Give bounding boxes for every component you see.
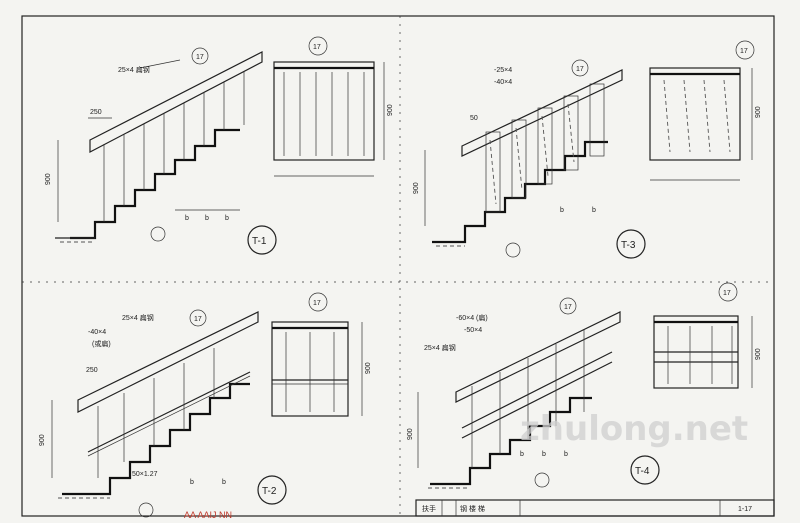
- t1-pipe-note: 25×4 扁钢: [118, 65, 150, 74]
- t2-handrail: [77, 311, 259, 413]
- t2-height-label: 900: [39, 434, 46, 446]
- t2-lower-rail: [87, 371, 251, 453]
- t1-section: [273, 61, 375, 161]
- t2-step-note: 50×1.27: [132, 471, 158, 478]
- t4-id: T-4: [635, 466, 650, 477]
- t3-bar-note-1: -25×4: [494, 67, 512, 74]
- t4-height-label: 900: [407, 428, 414, 440]
- title-label-2: 钢 楼 梯: [460, 504, 485, 513]
- title-block: 扶手 钢 楼 梯 1-17: [415, 499, 775, 517]
- t2-section-ref: 17: [313, 300, 321, 307]
- t4-section-height: 900: [755, 348, 762, 360]
- t4-dim-b3: b: [564, 451, 568, 458]
- t1-balusters: [103, 72, 245, 222]
- t3-ref: 17: [576, 66, 584, 73]
- t3-dim-b1: b: [560, 207, 564, 214]
- t1-dim-b1: b: [185, 215, 189, 222]
- detail-t2: 900 250 -40×4 (或扁) 25×4 扁钢 17 50×1.27 b …: [39, 292, 372, 518]
- t4-bar-note-1: -60×4 (扁): [456, 313, 488, 322]
- t2-ref: 17: [194, 316, 202, 323]
- t2-balusters: [97, 348, 215, 478]
- t2-stair-profile: [62, 382, 250, 496]
- t2-sub-note: (或扁): [92, 339, 111, 348]
- detail-t3: 900 50 -25×4 -40×4 17 b b 900 17 T-3: [413, 40, 762, 259]
- t3-post-label: 50: [470, 115, 478, 122]
- t1-dim-b2: b: [205, 215, 209, 222]
- t2-rail-note: -40×4: [88, 329, 106, 336]
- t3-id: T-3: [621, 240, 636, 251]
- t3-handrail: [461, 69, 623, 157]
- t1-stair-profile: [70, 128, 240, 240]
- t1-ref-bubble: [191, 47, 209, 65]
- t4-balusters: [471, 330, 585, 468]
- t3-section-height: 900: [755, 106, 762, 118]
- t1-id-bubble: [247, 225, 277, 255]
- t3-section: [649, 67, 741, 161]
- t4-ref: 17: [564, 304, 572, 311]
- t3-bar-note-2: -40×4: [494, 79, 512, 86]
- t2-width-label: 250: [86, 367, 98, 374]
- watermark-text: zhulong.net: [520, 409, 748, 449]
- t2-dim-b1: b: [190, 479, 194, 486]
- t1-dim-b3: b: [225, 215, 229, 222]
- t4-pipe-note: 25×4 扁钢: [424, 343, 456, 352]
- t2-pipe-note: 25×4 扁钢: [122, 313, 154, 322]
- title-label-1: 扶手: [422, 504, 436, 513]
- sheet-number: 1-17: [738, 506, 752, 513]
- t4-rail-3: [461, 361, 613, 439]
- t4-bar-note-2: -50×4: [464, 327, 482, 334]
- t1-id: T-1: [252, 236, 267, 247]
- sheet-border: [21, 15, 775, 517]
- t2-id: T-2: [262, 486, 277, 497]
- t4-dim-b2: b: [542, 451, 546, 458]
- t3-balusters: [485, 83, 605, 213]
- t1-section-height: 900: [387, 104, 394, 116]
- t2-section: [271, 321, 349, 417]
- t4-stair-profile: [430, 396, 592, 486]
- detail-t4: 900 -60×4 (扁) -50×4 25×4 扁钢 17 b b b 900…: [407, 282, 762, 489]
- detail-t1: 900 250 25×4 扁钢 17 b b b 900 17 T-1: [45, 36, 394, 255]
- t4-rail-2: [461, 351, 613, 429]
- t1-section-ref: 17: [313, 44, 321, 51]
- t4-section-ref: 17: [723, 290, 731, 297]
- t3-stair-profile: [432, 140, 608, 244]
- t2-section-height: 900: [365, 362, 372, 374]
- t1-width-label: 250: [90, 109, 102, 116]
- t1-handrail: [89, 51, 263, 153]
- t3-dim-b2: b: [592, 207, 596, 214]
- t4-handrail: [455, 311, 621, 403]
- t1-ref: 17: [196, 54, 204, 61]
- t3-height-label: 900: [413, 182, 420, 194]
- t2-dim-b2: b: [222, 479, 226, 486]
- t1-height-label: 900: [45, 173, 52, 185]
- t3-section-ref: 17: [740, 48, 748, 55]
- t4-dim-b1: b: [520, 451, 524, 458]
- red-stamp: AA AAIJ NN: [184, 510, 232, 520]
